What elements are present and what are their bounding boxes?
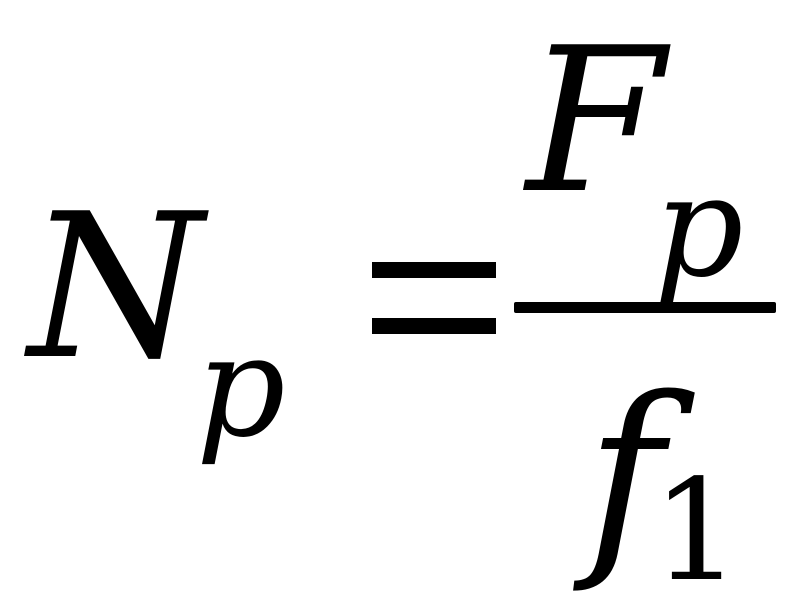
denominator-subscript: 1 (652, 450, 742, 613)
lhs-subscript: p (196, 306, 286, 469)
lhs-symbol: N (28, 171, 203, 404)
numerator-subscript: p (654, 146, 744, 309)
equals-sign-bottom-bar (372, 318, 496, 334)
denominator-symbol: f (586, 352, 664, 597)
numerator-symbol: F (526, 5, 665, 238)
fraction-bar (514, 302, 776, 313)
equals-sign-top-bar (372, 262, 496, 278)
